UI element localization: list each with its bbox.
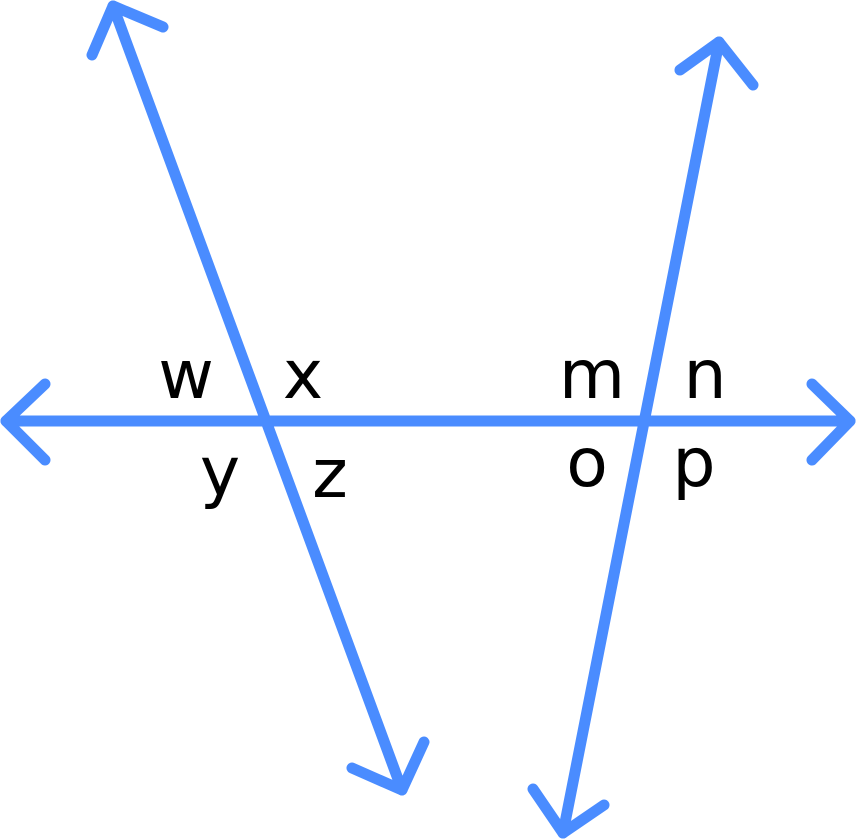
angle-label-y: y	[200, 433, 240, 512]
angle-label-o: o	[566, 424, 608, 503]
horizontal-line-left-arrowhead	[0, 378, 51, 466]
left-transversal-top-arrowhead	[86, 0, 169, 61]
angle-label-x: x	[283, 336, 323, 415]
horizontal-line-right-arrowhead	[806, 378, 856, 466]
angle-label-w: w	[158, 336, 214, 415]
angle-label-m: m	[559, 336, 625, 415]
angle-label-z: z	[312, 435, 348, 514]
angle-label-n: n	[683, 336, 726, 415]
left-transversal-bottom-arrowhead	[346, 736, 430, 796]
right-transversal-line	[557, 36, 725, 839]
right-transversal-bottom-arrowhead	[527, 783, 610, 839]
left-transversal-line	[107, 0, 408, 796]
angle-label-p: p	[672, 424, 715, 503]
right-transversal-top-arrowhead	[674, 36, 759, 91]
